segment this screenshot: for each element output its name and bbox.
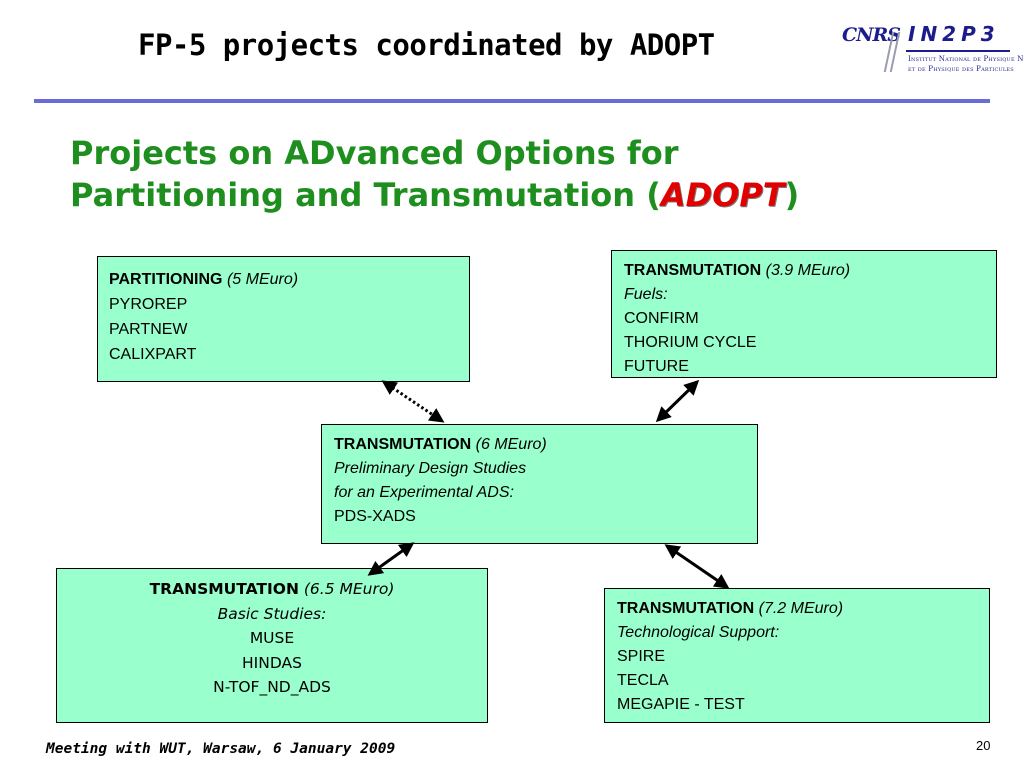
box-header: TRANSMUTATION (7.2 MEuro) <box>617 597 989 621</box>
heading-line2-prefix: Partitioning and Transmutation ( <box>70 176 661 214</box>
box-header: PARTITIONING (5 MEuro) <box>109 267 469 292</box>
project-item: MEGAPIE - TEST <box>617 696 745 713</box>
page-number: 20 <box>976 738 991 753</box>
footer-text: Meeting with WUT, Warsaw, 6 January 2009 <box>46 741 396 757</box>
box-title: PARTITIONING <box>109 271 223 288</box>
heading-acronym: ADOPT <box>660 176 785 214</box>
project-item: N-TOF_ND_ADS <box>213 678 331 696</box>
box-header: TRANSMUTATION (6 MEuro) <box>334 433 757 457</box>
logo-subtitle-line2: et de Physique des Particules <box>908 65 1014 73</box>
project-item: CONFIRM <box>624 310 699 327</box>
box-subtitle: for an Experimental ADS: <box>334 484 514 501</box>
project-item: PDS-XADS <box>334 508 416 525</box>
project-item: PYROREP <box>109 296 188 313</box>
box-title: TRANSMUTATION <box>334 436 472 453</box>
transmutation-fuels-box: TRANSMUTATION (3.9 MEuro) Fuels: CONFIRM… <box>611 250 997 378</box>
transmutation-design-box: TRANSMUTATION (6 MEuro) Preliminary Desi… <box>321 424 758 544</box>
box-budget: (7.2 MEuro) <box>758 600 844 617</box>
main-heading: Projects on ADvanced Options for Partiti… <box>70 132 799 216</box>
box-budget: (3.9 MEuro) <box>765 262 851 279</box>
project-item: TECLA <box>617 672 669 689</box>
box-title: TRANSMUTATION <box>617 600 755 617</box>
heading-line2-suffix: ) <box>784 176 800 214</box>
project-item: MUSE <box>249 629 295 647</box>
box-title: TRANSMUTATION <box>149 580 299 598</box>
box-header: TRANSMUTATION (6.5 MEuro) <box>57 577 487 602</box>
box-subtitle: Preliminary Design Studies <box>334 460 527 477</box>
project-item: SPIRE <box>617 648 666 665</box>
cnrs-logo-text: CNRS <box>842 24 901 46</box>
cnrs-in2p3-logo: CNRS IN2P3 Institut National de Physique… <box>842 20 1024 76</box>
transmutation-tech-box: TRANSMUTATION (7.2 MEuro) Technological … <box>604 588 990 723</box>
project-item: THORIUM CYCLE <box>624 334 757 351</box>
slide-title: FP-5 projects coordinated by ADOPT <box>138 28 715 62</box>
dotted-double-arrow <box>381 380 445 423</box>
box-budget: (6.5 MEuro) <box>303 580 395 598</box>
title-divider <box>34 99 990 103</box>
project-item: FUTURE <box>624 358 689 375</box>
box-subtitle: Basic Studies: <box>217 604 327 623</box>
project-item: HINDAS <box>242 653 302 672</box>
box-budget: (6 MEuro) <box>475 436 547 453</box>
box-header: TRANSMUTATION (3.9 MEuro) <box>624 259 996 283</box>
double-arrow <box>655 379 700 423</box>
box-budget: (5 MEuro) <box>226 271 299 288</box>
project-item: PARTNEW <box>109 321 188 338</box>
in2p3-logo-text: IN2P3 <box>908 22 1000 46</box>
box-subtitle: Fuels: <box>624 286 668 303</box>
double-arrow <box>664 544 730 589</box>
heading-line2: Partitioning and Transmutation (ADOPT) <box>70 174 799 216</box>
transmutation-basic-box: TRANSMUTATION (6.5 MEuro) Basic Studies:… <box>56 568 488 723</box>
heading-line1: Projects on ADvanced Options for <box>70 134 679 172</box>
project-item: CALIXPART <box>109 346 197 363</box>
box-title: TRANSMUTATION <box>624 262 762 279</box>
partitioning-box: PARTITIONING (5 MEuro) PYROREP PARTNEW C… <box>97 256 470 382</box>
logo-divider <box>906 50 1010 52</box>
logo-subtitle-line1: Institut National de Physique Nucléaire <box>908 55 1024 63</box>
box-subtitle: Technological Support: <box>617 624 780 641</box>
